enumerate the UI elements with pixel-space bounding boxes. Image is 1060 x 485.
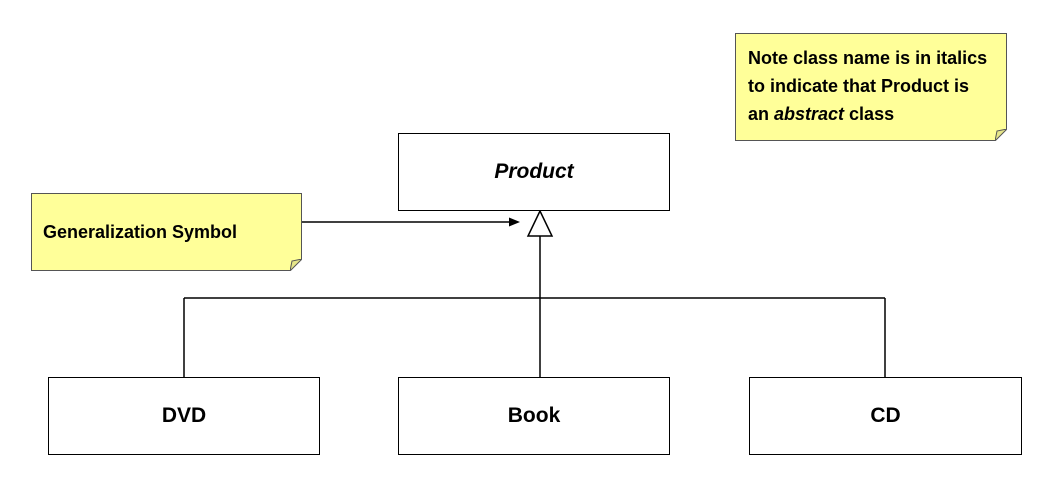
generalization-triangle — [526, 209, 554, 237]
class-book[interactable]: Book — [398, 377, 670, 455]
note-generalization-symbol[interactable]: Generalization Symbol — [31, 193, 302, 271]
note-abstract-line-2: to indicate that Product is — [748, 76, 970, 96]
note-abstract-emphasis: abstract — [774, 104, 845, 124]
class-product[interactable]: Product — [398, 133, 670, 211]
class-book-name: Book — [507, 404, 561, 427]
note-fold-icon — [290, 259, 302, 271]
class-dvd[interactable]: DVD — [48, 377, 320, 455]
note-generalization-text: Generalization Symbol — [43, 221, 238, 242]
note-abstract-line-3: an abstract class — [748, 100, 996, 128]
note-abstract-line-1: Note class name is in italics — [748, 48, 988, 68]
note-pointer-arrowhead — [509, 217, 520, 227]
class-cd-name: CD — [870, 404, 901, 427]
class-cd[interactable]: CD — [749, 377, 1022, 455]
class-dvd-name: DVD — [161, 404, 207, 427]
note-abstract-line-3-suffix: class — [844, 104, 895, 124]
note-abstract-class[interactable]: Note class name is in italics to indicat… — [735, 33, 1007, 141]
class-product-name: Product — [494, 160, 574, 183]
note-fold-icon — [995, 129, 1007, 141]
note-abstract-line-3-prefix: an — [748, 104, 775, 124]
